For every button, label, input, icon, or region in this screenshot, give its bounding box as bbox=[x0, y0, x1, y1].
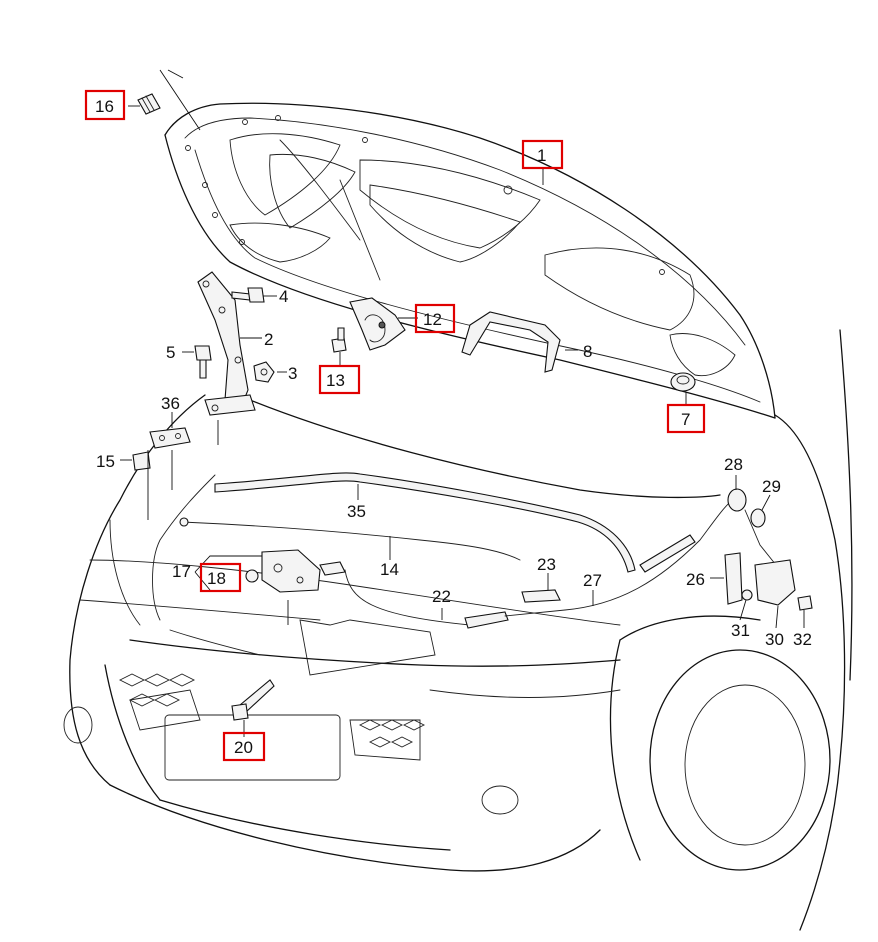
callout-17: 17 bbox=[172, 562, 191, 581]
callout-13-box bbox=[318, 364, 361, 395]
callout-20: 20 bbox=[234, 738, 253, 757]
callout-4: 4 bbox=[279, 287, 288, 306]
callout-32: 32 bbox=[793, 630, 812, 649]
callout-35: 35 bbox=[347, 502, 366, 521]
part-30-bracket bbox=[754, 559, 796, 606]
part-5-bolt bbox=[194, 345, 212, 379]
part-13-bolt bbox=[331, 327, 347, 353]
callout-3: 3 bbox=[288, 364, 297, 383]
part-29-clip bbox=[744, 508, 781, 571]
part-18-nut bbox=[245, 569, 259, 583]
callout-12-box bbox=[414, 303, 456, 334]
part-23-release-handle bbox=[521, 589, 561, 603]
callout-14: 14 bbox=[380, 560, 399, 579]
hood-panel bbox=[164, 102, 776, 419]
callout-16-box bbox=[84, 89, 126, 121]
callout-7: 7 bbox=[681, 410, 690, 429]
part-4-bolt bbox=[231, 287, 265, 303]
callout-7-box bbox=[666, 403, 706, 434]
callout-26: 26 bbox=[686, 570, 705, 589]
callout-1-box bbox=[521, 139, 564, 170]
callout-12: 12 bbox=[423, 310, 442, 329]
part-7-buffer bbox=[670, 372, 696, 392]
callout-29: 29 bbox=[762, 477, 781, 496]
callout-18: 18 bbox=[207, 569, 226, 588]
callout-2: 2 bbox=[264, 330, 273, 349]
part-28-grommet bbox=[727, 488, 747, 512]
callout-23: 23 bbox=[537, 555, 556, 574]
callout-36: 36 bbox=[161, 394, 180, 413]
part-12-striker bbox=[349, 297, 406, 351]
leader-lines bbox=[120, 105, 805, 737]
part-32-nut bbox=[797, 595, 813, 611]
callout-27: 27 bbox=[583, 571, 602, 590]
part-16-rubber-buffer bbox=[137, 93, 161, 115]
callout-5: 5 bbox=[166, 343, 175, 362]
part-26-lever bbox=[724, 552, 743, 605]
callout-30: 30 bbox=[765, 630, 784, 649]
part-22-cable bbox=[344, 569, 566, 629]
part-15-clip bbox=[132, 451, 151, 471]
callout-labels: 16 1 4 2 3 5 12 13 8 7 36 15 35 14 17 18… bbox=[84, 89, 812, 762]
part-31-bolt bbox=[741, 589, 753, 601]
callout-31: 31 bbox=[731, 621, 750, 640]
callout-16: 16 bbox=[95, 97, 114, 116]
part-27-cable bbox=[564, 497, 736, 611]
license-plate-area bbox=[164, 714, 341, 781]
callout-28: 28 bbox=[724, 455, 743, 474]
callout-22: 22 bbox=[432, 587, 451, 606]
part-20-bolt bbox=[231, 679, 275, 721]
callout-13: 13 bbox=[326, 371, 345, 390]
callout-15: 15 bbox=[96, 452, 115, 471]
part-17-hood-lock bbox=[261, 549, 346, 593]
part-36-bracket bbox=[149, 427, 191, 449]
part-14-release-cable bbox=[179, 517, 521, 561]
callout-1: 1 bbox=[537, 146, 546, 165]
part-35-seal bbox=[214, 472, 636, 573]
front-wheel bbox=[649, 649, 831, 871]
part-3-nut bbox=[253, 361, 275, 383]
part-2-hood-hinge bbox=[197, 271, 256, 416]
callout-20-box bbox=[222, 731, 266, 762]
callout-8: 8 bbox=[583, 342, 592, 361]
part-8-bracket bbox=[461, 311, 561, 373]
callout-18-box bbox=[199, 562, 242, 593]
